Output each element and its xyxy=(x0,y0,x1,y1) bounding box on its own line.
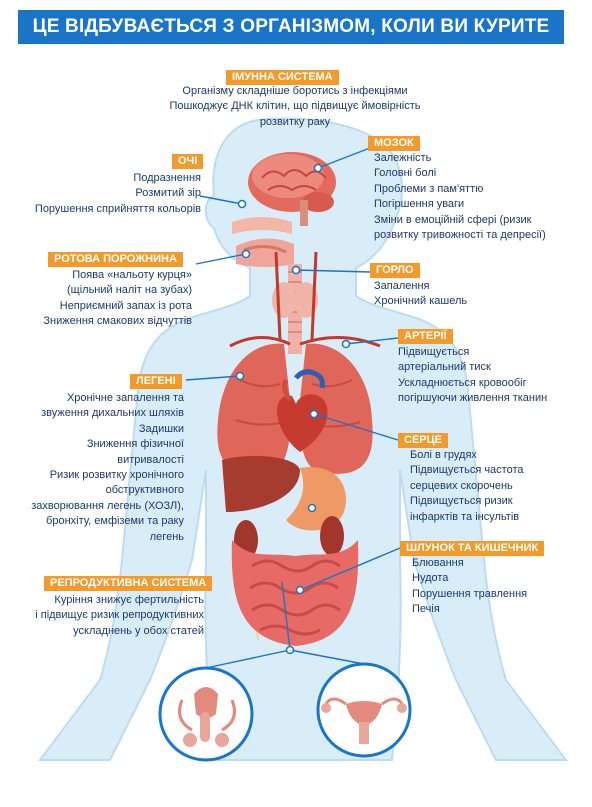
immune-system-text: Організму складніше боротись з інфекціям… xyxy=(130,84,460,130)
brain-line-3: Проблеми з пам'яттю xyxy=(374,182,484,195)
heart-line-5: інфарктів та інсультів xyxy=(410,510,520,523)
badge-reproductive: РЕПРОДУКТИВНА СИСТЕМА xyxy=(44,576,213,591)
leader-dots xyxy=(235,163,351,655)
arteries-line-3: Ускладнюється кровообіг xyxy=(398,376,527,389)
stomach-line-2: Нудота xyxy=(412,572,449,585)
mouth-line-4: Зниження смакових відчуттів xyxy=(43,315,192,328)
lungs-line-10: легень xyxy=(149,530,184,543)
lungs-line-9: бронхіту, емфіземи та раку xyxy=(46,515,184,528)
leader-lines xyxy=(185,147,401,669)
badge-arteries: АРТЕРІЇ xyxy=(398,329,453,344)
reproductive-line-1: Куріння знижує фертильність xyxy=(54,594,204,606)
page-title: ЦЕ ВІДБУВАЄТЬСЯ З ОРГАНІЗМОМ, КОЛИ ВИ КУ… xyxy=(18,10,564,44)
artery-lines xyxy=(229,251,381,348)
reproductive-text: Куріння знижує фертильність і підвищує р… xyxy=(20,593,204,639)
lungs-line-2: звуження дихальних шляхів xyxy=(41,407,184,420)
female-reproductive-circle xyxy=(316,662,412,758)
badge-stomach: ШЛУНОК ТА КИШЕЧНИК xyxy=(400,541,545,556)
badge-immune-system: ІМУННА СИСТЕМА xyxy=(226,70,339,85)
badge-mouth: РОТОВА ПОРОЖНИНА xyxy=(48,252,183,267)
brain-line-6: розвитку тривожності та депресії) xyxy=(374,229,546,242)
stomach-line-3: Порушення травлення xyxy=(412,587,528,600)
heart-line-1: Болі в грудях xyxy=(410,449,477,461)
eyes-line-3: Порушення сприйняття кольорів xyxy=(34,202,201,215)
brain-line-5: Зміни в емоційній сфері (ризик xyxy=(374,213,532,226)
arteries-line-4: погіршуючи живлення тканин xyxy=(398,392,548,405)
badge-lungs: ЛЕГЕНІ xyxy=(130,374,182,389)
lungs-line-6: Ризик розвитку хронічного xyxy=(49,469,184,482)
stomach-text: Блювання Нудота Порушення травлення Печі… xyxy=(412,556,572,618)
heart-line-4: Підвищується ризик xyxy=(410,495,513,508)
immune-line-2: Пошкоджує ДНК клітин, що підвищує ймовір… xyxy=(169,100,421,113)
mouth-text: Поява «нальоту курця» (щільний наліт на … xyxy=(10,268,192,330)
throat-line-1: Запалення xyxy=(374,280,430,292)
lungs-line-4: Зниження фізичної xyxy=(86,438,184,451)
heart-text: Болі в грудях Підвищується частота серце… xyxy=(410,448,580,525)
mouth-cavity-illustration xyxy=(232,217,294,267)
immune-line-3: розвитку раку xyxy=(259,115,331,128)
badge-throat: ГОРЛО xyxy=(370,263,420,278)
liver-illustration xyxy=(222,455,300,512)
badge-heart: СЕРЦЕ xyxy=(398,433,448,448)
brain-text: Залежність Головні болі Проблеми з пам'я… xyxy=(374,151,584,243)
lungs-line-5: витривалості xyxy=(117,453,184,466)
arteries-line-1: Підвищується xyxy=(398,346,470,358)
brain-line-1: Залежність xyxy=(374,152,432,164)
immune-line-1: Організму складніше боротись з інфекціям… xyxy=(182,85,408,97)
lungs-text: Хронічне запалення та звуження дихальних… xyxy=(14,391,184,545)
eyes-line-1: Подразнення xyxy=(133,172,201,184)
badge-eyes: ОЧІ xyxy=(172,154,204,169)
heart-illustration xyxy=(277,369,328,452)
brain-illustration xyxy=(248,152,336,226)
arteries-line-2: артеріальний тиск xyxy=(398,361,491,374)
reproductive-line-3: ускладнень у обох статей xyxy=(73,624,204,637)
badge-brain: МОЗОК xyxy=(368,136,420,151)
intestines-illustration xyxy=(231,540,359,646)
reproductive-line-2: і підвищує ризик репродуктивних xyxy=(35,609,204,622)
lungs-line-1: Хронічне запалення та xyxy=(66,392,184,404)
male-reproductive-circle xyxy=(158,666,254,762)
brain-line-4: Погіршення уваги xyxy=(374,198,465,211)
eyes-line-2: Розмитий зір xyxy=(135,187,201,200)
throat-text: Запалення Хронічний кашель xyxy=(374,279,524,310)
arteries-text: Підвищується артеріальний тиск Ускладнює… xyxy=(398,345,582,407)
stomach-illustration xyxy=(286,467,347,531)
heart-line-2: Підвищується частота xyxy=(410,464,524,477)
mouth-line-1: Поява «нальоту курця» xyxy=(72,269,192,281)
lungs-line-3: Задишки xyxy=(138,422,184,435)
throat-line-2: Хронічний кашель xyxy=(374,295,468,308)
mouth-line-2: (щільний наліт на зубах) xyxy=(67,284,192,297)
mouth-line-3: Неприємний запах із рота xyxy=(59,299,192,312)
heart-line-3: серцевих скорочень xyxy=(410,479,513,492)
lungs-line-7: обструктивного xyxy=(105,484,184,497)
lungs-line-8: захворювання легень (ХОЗЛ), xyxy=(31,499,184,512)
brain-line-2: Головні болі xyxy=(374,167,437,180)
stomach-line-1: Блювання xyxy=(412,557,464,569)
stomach-line-4: Печія xyxy=(412,603,440,616)
eyes-text: Подразнення Розмитий зір Порушення сприй… xyxy=(20,171,201,217)
